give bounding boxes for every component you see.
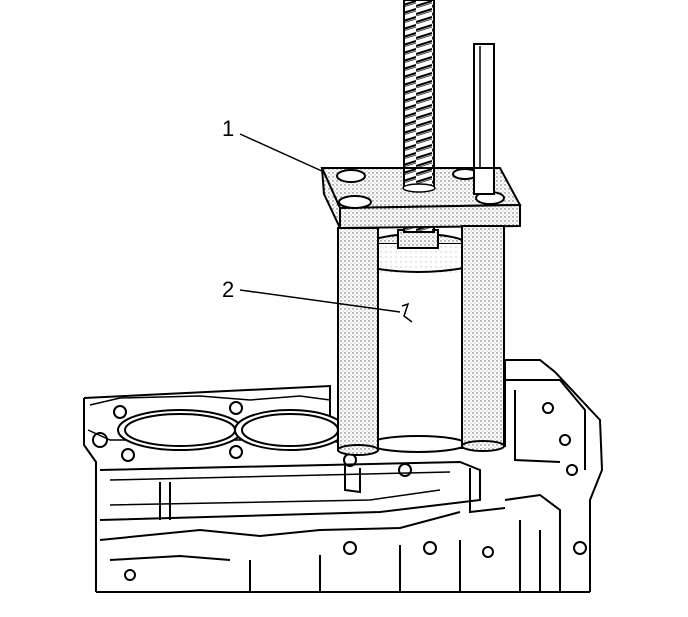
leader-line-1 <box>239 133 325 173</box>
engine-block <box>83 359 604 593</box>
leader-line-2 <box>239 289 401 313</box>
puller-plate <box>320 167 522 230</box>
callout-1: 1 <box>222 116 235 141</box>
support-legs <box>337 225 505 456</box>
callout-2: 2 <box>222 277 235 302</box>
cylinder-sleeve <box>369 229 467 453</box>
leader-lines <box>239 133 401 313</box>
